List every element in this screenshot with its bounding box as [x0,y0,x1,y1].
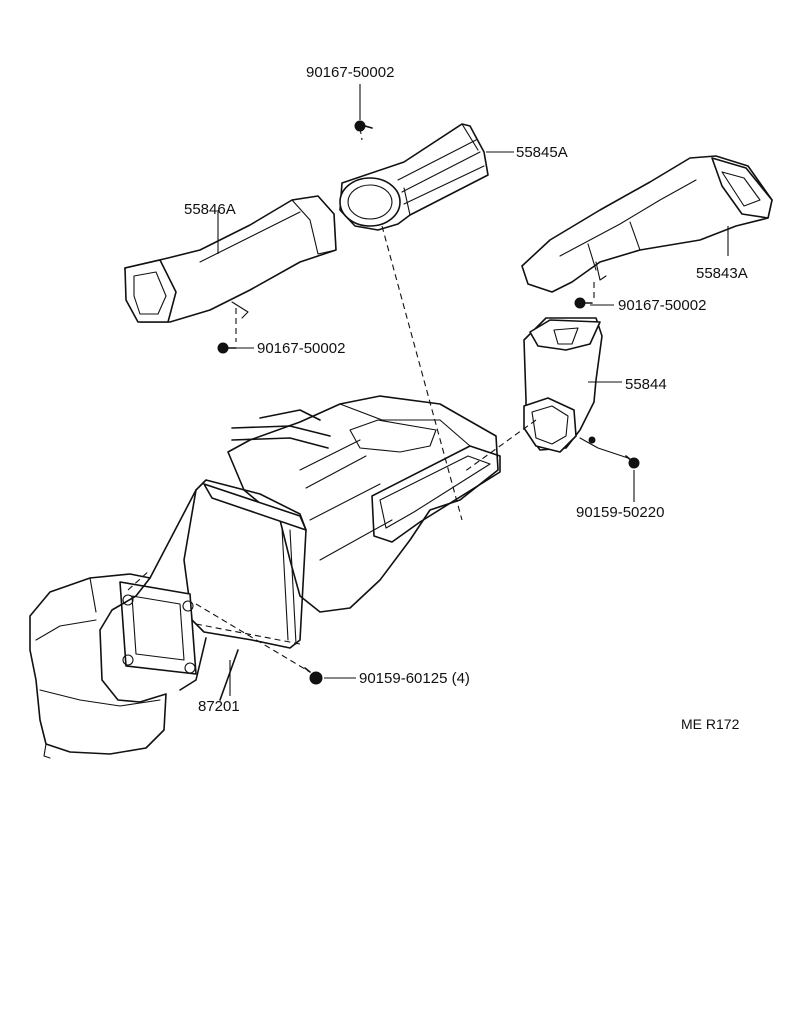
duct-55846a [124,195,337,323]
label-screw-right: 90159-50220 [576,504,664,521]
screw-bottom [304,667,323,685]
label-duct-55846a: 55846A [184,201,236,218]
screw-right [579,436,640,469]
bolt-top [354,120,373,132]
label-duct-55845a: 55845A [516,144,568,161]
reference-code: ME R172 [681,716,740,732]
heater-unit-87201 [119,395,501,701]
duct-55844 [523,317,603,453]
duct-55843a [521,155,773,293]
assembly-lines [127,127,595,673]
label-screw-bottom: 90159-60125 (4) [359,670,470,687]
label-bolt-left: 90167-50002 [257,340,345,357]
leader-lines [217,84,729,696]
label-bolt-right: 90167-50002 [618,297,706,314]
label-bolt-top: 90167-50002 [306,64,394,81]
duct-55845a [339,123,489,231]
label-duct-55844: 55844 [625,376,667,393]
bolt-right [574,297,593,309]
label-duct-55843a: 55843A [696,265,748,282]
label-heater-87201: 87201 [198,698,240,715]
blower-case [29,573,167,759]
